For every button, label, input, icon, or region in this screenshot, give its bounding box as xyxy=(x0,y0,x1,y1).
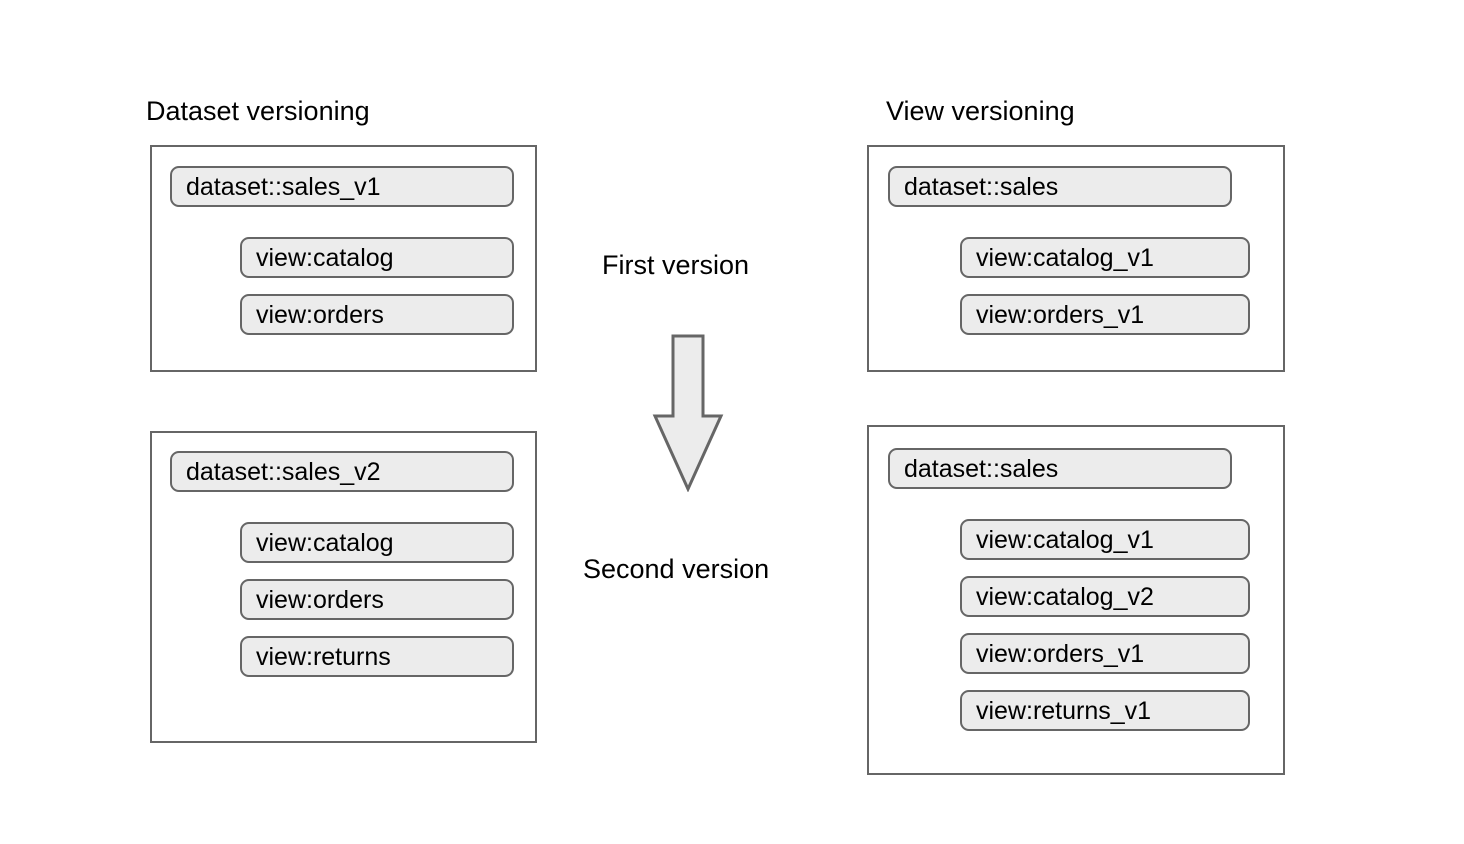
view-pill[interactable]: view:orders xyxy=(240,294,514,335)
view-pill[interactable]: view:returns xyxy=(240,636,514,677)
view-pill[interactable]: view:orders xyxy=(240,579,514,620)
left-column-title: Dataset versioning xyxy=(146,96,370,126)
view-pill[interactable]: view:orders_v1 xyxy=(960,294,1250,335)
down-arrow-icon xyxy=(652,334,724,497)
dataset-pill[interactable]: dataset::sales xyxy=(888,166,1232,207)
dataset-pill[interactable]: dataset::sales_v2 xyxy=(170,451,514,492)
view-pill[interactable]: view:catalog xyxy=(240,237,514,278)
second-version-label: Second version xyxy=(583,554,770,584)
dataset-pill[interactable]: dataset::sales xyxy=(888,448,1232,489)
view-pill[interactable]: view:catalog_v2 xyxy=(960,576,1250,617)
first-version-label: First version xyxy=(602,250,750,280)
view-pill[interactable]: view:catalog_v1 xyxy=(960,237,1250,278)
right-column-title: View versioning xyxy=(886,96,1075,126)
dataset-pill[interactable]: dataset::sales_v1 xyxy=(170,166,514,207)
view-pill[interactable]: view:returns_v1 xyxy=(960,690,1250,731)
view-pill[interactable]: view:catalog_v1 xyxy=(960,519,1250,560)
view-pill[interactable]: view:orders_v1 xyxy=(960,633,1250,674)
view-pill[interactable]: view:catalog xyxy=(240,522,514,563)
